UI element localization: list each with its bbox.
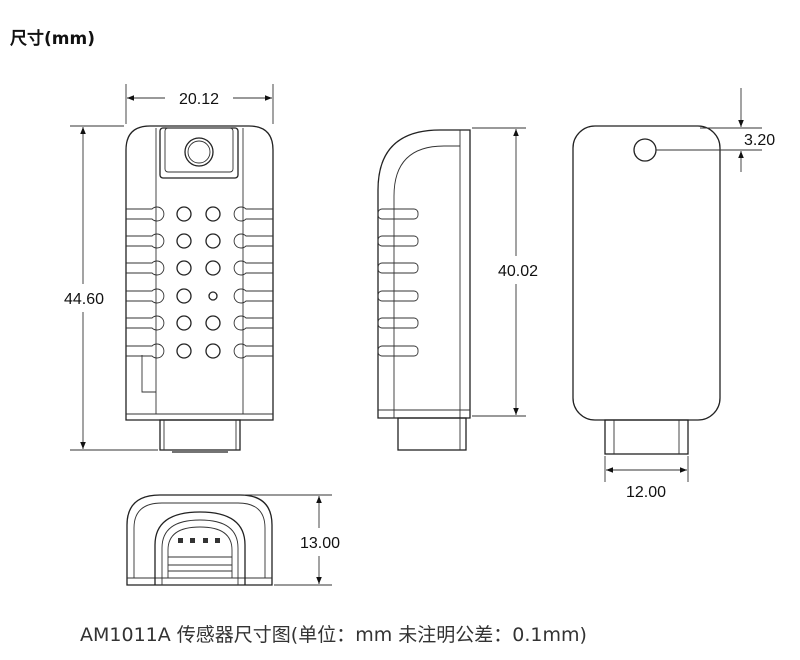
side-height-label: 40.02: [498, 263, 538, 280]
vent-slot: [126, 343, 165, 359]
vent-slot: [233, 206, 273, 222]
section-title: 尺寸(mm): [10, 29, 95, 49]
side-view: [377, 129, 471, 451]
vent-hole: [205, 343, 221, 359]
vent-slot: [126, 288, 165, 304]
connector-width-label: 12.00: [626, 484, 666, 501]
vent-hole: [176, 343, 192, 359]
vent-hole: [176, 206, 192, 222]
vent-hole: [176, 315, 192, 331]
side-fin: [377, 262, 419, 274]
dimension-front-width: 20.12: [125, 84, 274, 124]
vent-hole: [176, 288, 192, 304]
vent-hole: [176, 260, 192, 276]
side-fin: [377, 290, 419, 302]
back-view: [572, 125, 721, 455]
dimension-front-height: 44.60: [64, 125, 158, 451]
dimension-connector-width: 12.00: [604, 456, 689, 501]
side-fin: [377, 345, 419, 357]
side-fin: [377, 235, 419, 247]
vent-slot: [233, 343, 273, 359]
dimension-hole-offset: 3.20: [656, 88, 775, 172]
vent-slot: [233, 288, 273, 304]
hole-offset-label: 3.20: [744, 132, 775, 149]
front-view: [125, 125, 274, 453]
side-fin: [377, 208, 419, 220]
vent-hole: [176, 233, 192, 249]
vent-hole: [205, 233, 221, 249]
vent-slot: [233, 315, 273, 331]
front-height-label: 44.60: [64, 291, 104, 308]
vent-slot: [126, 315, 165, 331]
front-width-label: 20.12: [179, 91, 219, 108]
vent-hole: [205, 260, 221, 276]
side-fin: [377, 317, 419, 329]
vent-hole: [205, 315, 221, 331]
bottom-view: [126, 494, 273, 586]
vent-slot: [126, 233, 165, 249]
vent-hole: [208, 291, 218, 301]
vent-slot: [233, 233, 273, 249]
dimension-bottom-height: 13.00: [244, 494, 340, 586]
vent-slot: [233, 260, 273, 276]
dimension-side-height: 40.02: [472, 127, 538, 417]
bottom-height-label: 13.00: [300, 535, 340, 552]
figure-caption: AM1011A 传感器尺寸图(单位：mm 未注明公差：0.1mm): [80, 624, 587, 646]
vent-slot: [126, 260, 165, 276]
vent-slot: [126, 206, 165, 222]
vent-hole: [205, 206, 221, 222]
